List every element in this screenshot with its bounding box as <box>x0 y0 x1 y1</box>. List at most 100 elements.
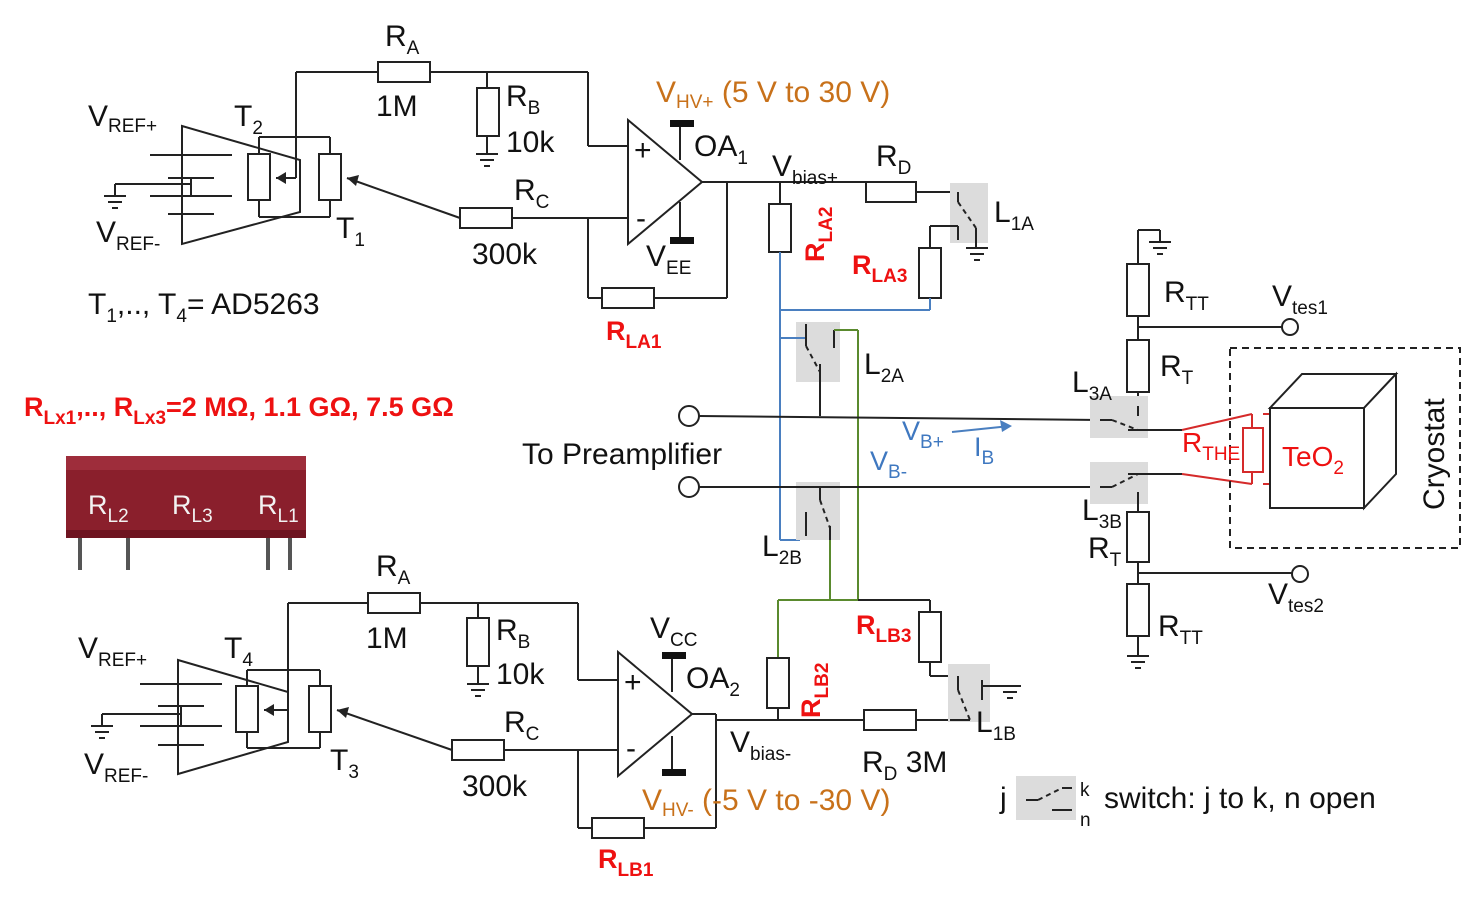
rtt-label-upper: RTT <box>1164 276 1209 315</box>
chip-rl2-label: RL2 <box>88 490 129 527</box>
to-preamplifier-label: To Preamplifier <box>522 438 722 471</box>
rd-resistor-upper <box>865 181 917 203</box>
vref-plus-lower: VREF+ <box>78 632 147 671</box>
rlb3-label: RLB3 <box>856 610 911 647</box>
rb-resistor-upper <box>476 87 500 137</box>
l2a-switch-group <box>780 322 858 416</box>
legend-j: j <box>999 782 1007 815</box>
rla2-resistor <box>768 203 792 253</box>
vhv-plus-label: VHV+ (5 V to 30 V) <box>656 76 890 113</box>
l3b-label: L3B <box>1082 494 1122 533</box>
t4-label: T4 <box>224 632 253 671</box>
rt-label-upper: RT <box>1160 350 1194 389</box>
rla1-resistor <box>601 287 655 309</box>
rtt-resistor-lower <box>1126 583 1150 637</box>
rlx-values-label: RLx1,.., RLx3=2 MΩ, 1.1 GΩ, 7.5 GΩ <box>24 392 454 429</box>
reed-relay-chip-picture <box>66 456 306 570</box>
rc-label-upper: RC <box>514 174 549 213</box>
chip-rl1-label: RL1 <box>258 490 299 527</box>
t1-label: T1 <box>336 212 365 251</box>
rb-resistor-lower <box>466 617 490 667</box>
rthe-resistor <box>1242 427 1264 473</box>
ra-resistor-upper <box>377 61 431 83</box>
upper-bias-circuit <box>104 61 988 309</box>
l3b-switch <box>1090 462 1148 504</box>
t-range-label: T1,.., T4= AD5263 <box>88 288 320 327</box>
teo2-label: TeO2 <box>1282 441 1344 479</box>
vee-label: VEE <box>646 240 691 279</box>
ra-value-lower: 1M <box>366 622 408 655</box>
oa2-plus-sign: + <box>624 666 642 699</box>
rc-value-lower: 300k <box>462 770 528 803</box>
rt-resistor-lower <box>1126 511 1150 563</box>
oa2-minus-sign: - <box>626 732 636 765</box>
t3-label: T3 <box>330 744 359 783</box>
vref-battery-lower <box>91 683 222 746</box>
rd-label-lower: RD 3M <box>862 746 947 785</box>
vref-plus-upper: VREF+ <box>88 100 157 137</box>
l3a-label: L3A <box>1072 366 1112 405</box>
oa1-minus-sign: - <box>636 202 646 235</box>
t2-label: T2 <box>234 100 263 139</box>
oa1-plus-sign: + <box>634 134 652 167</box>
rb-value-lower: 10k <box>496 658 545 691</box>
legend-n: n <box>1080 810 1091 831</box>
l2a-switch <box>796 322 840 382</box>
rt-label-lower: RT <box>1088 532 1122 571</box>
cryostat-label: Cryostat <box>1418 398 1451 510</box>
vcc-label: VCC <box>650 612 697 651</box>
preamp-lines <box>678 405 1101 498</box>
rt-resistor-upper <box>1126 339 1150 393</box>
legend-k: k <box>1080 780 1090 801</box>
rc-resistor-upper <box>459 207 513 229</box>
l1a-label: L1A <box>994 196 1034 235</box>
rla3-resistor <box>918 247 942 299</box>
rlb2-label: RLB2 <box>796 663 833 718</box>
rlb3-resistor <box>918 611 942 663</box>
vbias-minus-label: Vbias- <box>730 726 791 765</box>
l1a-switch <box>950 183 988 243</box>
switch-legend <box>1016 776 1076 820</box>
ra-value-upper: 1M <box>376 90 418 123</box>
ib-label: IB <box>974 432 994 469</box>
ra-label-upper: RA <box>385 20 420 59</box>
rla1-label: RLA1 <box>606 316 662 353</box>
t2-potentiometer <box>247 153 271 201</box>
chip-rl3-label: RL3 <box>172 490 213 527</box>
green-lower-path <box>777 330 859 658</box>
ad5263-lower-block <box>177 658 289 776</box>
rthe-label: RTHE <box>1182 427 1240 465</box>
rb-value-upper: 10k <box>506 126 555 159</box>
l2b-label: L2B <box>762 530 802 569</box>
vb-plus-label: VB+ <box>902 416 944 453</box>
ra-resistor-lower <box>367 592 421 614</box>
rtt-label-lower: RTT <box>1158 610 1203 649</box>
vref-battery-upper <box>104 154 232 215</box>
oa1-label: OA1 <box>694 130 748 169</box>
legend-switch-icon <box>1016 776 1076 820</box>
ra-label-lower: RA <box>376 550 411 589</box>
rlb1-label: RLB1 <box>598 844 654 881</box>
rd-resistor-lower <box>863 709 917 731</box>
ad5263-upper-block <box>181 124 301 246</box>
vref-minus-lower: VREF- <box>84 748 148 787</box>
teo2-crystal <box>1269 407 1365 509</box>
rc-resistor-lower <box>451 739 505 761</box>
rlb1-resistor <box>591 817 645 839</box>
rd-label-upper: RD <box>876 140 911 179</box>
vtes1-label: Vtes1 <box>1272 280 1328 319</box>
vbias-plus-label: Vbias+ <box>772 150 838 189</box>
oa1-opamp <box>627 117 704 247</box>
cryostat-box <box>1229 347 1461 549</box>
l2b-switch <box>796 482 840 540</box>
t1-potentiometer <box>318 153 342 201</box>
rlb2-resistor <box>766 657 790 709</box>
rla2-label: RLA2 <box>800 207 837 262</box>
thermistor-network <box>1090 229 1309 669</box>
vhv-minus-label: VHV- (-5 V to -30 V) <box>642 784 890 821</box>
oa2-label: OA2 <box>686 662 740 701</box>
l1b-label: L1B <box>976 706 1016 745</box>
rc-value-upper: 300k <box>472 238 538 271</box>
